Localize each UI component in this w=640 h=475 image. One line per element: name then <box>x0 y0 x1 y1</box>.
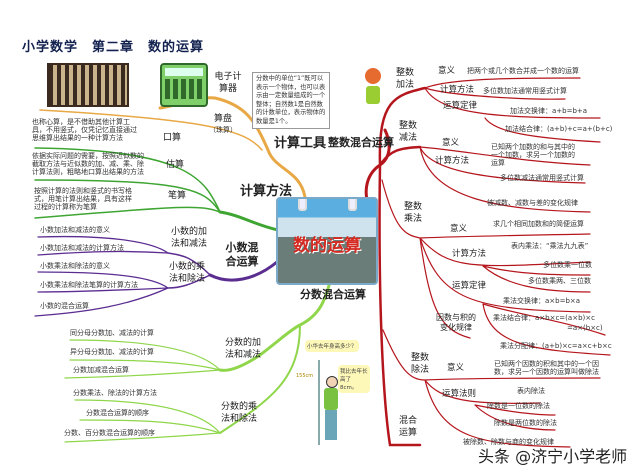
branch-int-div <box>382 329 601 448</box>
branch-dec-addsub-link <box>167 252 211 289</box>
int-sub-rule: 被减数、减数与差的变化规律 <box>487 199 578 207</box>
int-add-associative: 加法结合律：(a+b)+c=a+(b+c) <box>505 125 613 133</box>
branch-label-integer: 整数混合运算 <box>328 136 394 149</box>
page-title: 小学数学 第二章 数的运算 <box>22 40 205 55</box>
tool-abacus-sub: （珠算） <box>209 126 237 134</box>
int-div-rule: 除数是两位数的除法 <box>494 419 557 427</box>
int-mul-method: 多位数乘两、三位数 <box>528 277 591 285</box>
decimal-item: 小数的混合运算 <box>40 302 89 310</box>
int-add-meaning-label: 意义 <box>438 66 456 76</box>
branch-frac-muldiv <box>219 324 301 434</box>
integer-subtraction: 整数减法 <box>398 121 417 143</box>
branch-gusuan <box>34 179 221 213</box>
integer-multiplication: 整数乘法 <box>403 202 422 224</box>
fraction-mul-div: 分数的乘法和除法 <box>220 402 257 424</box>
branch-label-fraction: 分数混合运算 <box>300 288 366 301</box>
branch-kousuan <box>34 147 221 213</box>
branch-dec-muldiv <box>34 271 169 317</box>
branch-int-mul <box>381 179 611 356</box>
integer-division: 整数除法 <box>410 353 429 375</box>
tool-abacus: 算盘 <box>213 114 232 124</box>
kid-illustration <box>362 68 384 112</box>
int-add-commutative: 加法交换律：a+b=b+a <box>510 107 588 115</box>
int-div-rule: 表内除法 <box>517 387 545 395</box>
int-mul-method: 表内乘法：“乘法九九表” <box>511 242 589 250</box>
fraction-item: 分数乘法、除法的计算方法 <box>73 389 157 397</box>
method-desc-gusuan: 依据实际问题的需要，按照近似数的截取方法与近似数的加、减、乘、除计算法则，粗略地… <box>32 152 144 177</box>
method-desc-kousuan: 也称心算，是不借助其他计算工具，不用竖式，仅凭记忆直接通过思维算出结果的一种计算… <box>32 118 137 143</box>
integer-mixed: 混合运算 <box>398 416 417 438</box>
branch-dec-addsub <box>37 235 169 256</box>
ring-icon <box>298 199 307 211</box>
branch-integer-trunk <box>378 86 427 447</box>
fraction-add-sub: 分数的加法和减法 <box>224 338 261 360</box>
branch-label-methods: 计算方法 <box>240 184 293 199</box>
int-mul-commutative: 乘法交换律：a×b=b×a <box>503 297 581 305</box>
calculator-image <box>160 63 208 107</box>
int-mul-method-label: 计算方法 <box>452 249 487 259</box>
int-mul-factor-rule: 因数与积的变化规律 <box>436 313 476 333</box>
fraction-item: 异分母分数加、减法的计算 <box>70 348 154 356</box>
method-kousuan: 口算 <box>163 133 182 143</box>
int-add-method: 多位数加法通常用竖式计算 <box>483 87 567 95</box>
fraction-item: 分数、百分数混合运算的顺序 <box>64 429 155 437</box>
decimal-item: 小数乘法和除法笔算的计算方法 <box>40 281 138 289</box>
branch-decimal <box>208 260 279 282</box>
int-div-rule-label: 运算法则 <box>442 389 477 399</box>
branch-label-decimal: 小数混合运算 <box>225 241 259 268</box>
int-div-meaning: 已知两个因数的积和其中的一个因数，求另一个因数的运算叫做除法 <box>494 360 599 377</box>
int-mul-distributive: 乘法分配律：(a+b)×c=a×c+b×c <box>500 342 612 350</box>
watermark: 头条 @济宁小学老师 <box>478 447 628 466</box>
method-gusuan: 估算 <box>166 160 185 170</box>
method-desc-bisuan: 按照计算的法则和竖式的书写格式，用笔计算出结果，具有这样过程的计算称为笔算 <box>34 187 132 212</box>
illustration-height: 155cm <box>296 373 314 379</box>
int-sub-meaning: 已知两个加数的和与其中的一个加数，求另一个加数的运算 <box>491 143 575 168</box>
int-div-meaning-label: 意义 <box>447 363 465 373</box>
branch-abacus <box>39 109 263 151</box>
decimal-item: 小数加法和减法的意义 <box>40 226 110 234</box>
int-add-meaning: 把两个或几个数合并成一个数的运算 <box>467 67 579 75</box>
ring-icon <box>348 199 357 211</box>
illustration-sign: 小华去年身高多少？ <box>305 340 359 352</box>
fraction-item: 分数加减混合运算 <box>73 366 129 374</box>
branch-label-tools: 计算工具 <box>274 136 327 151</box>
fraction-item: 同分母分数加、减法的计算 <box>70 329 154 337</box>
decimal-item: 小数乘法和除法的意义 <box>40 262 110 270</box>
int-mul-meaning: 求几个相同加数和的简便运算 <box>493 220 584 228</box>
branch-bisuan <box>34 206 221 219</box>
branch-fraction <box>218 280 332 372</box>
int-add-law-label: 运算定律 <box>443 101 478 111</box>
center-title: 数的运算 <box>293 236 361 256</box>
int-mul-meaning-label: 意义 <box>450 224 468 234</box>
tool-electronic-calculator: 电子计算器 <box>214 72 242 94</box>
center-topic: 数的运算 <box>276 197 378 285</box>
branch-frac-muldiv-items <box>64 399 221 443</box>
method-bisuan: 笔算 <box>168 191 187 201</box>
int-div-rule: 除数是一位数的除法 <box>487 402 550 410</box>
decimal-item: 小数加法和减法的计算方法 <box>40 244 124 252</box>
int-sub-meaning-label: 意义 <box>442 138 460 148</box>
note-box: 分数中的单位“1”既可以表示一个物体，也可以表示由一定数量组成的一个整体；自然数… <box>252 72 330 129</box>
branch-int-add <box>424 77 601 143</box>
abacus-image <box>47 63 129 107</box>
branch-int-sub <box>419 146 591 213</box>
int-sub-method: 多位数减法通常用竖式计算 <box>500 174 584 182</box>
int-mul-associative-2: =a×(b×c) <box>567 324 603 332</box>
int-mul-method: 多位数乘一位数 <box>543 261 592 269</box>
int-div-change-rule: 被除数、除数与商的变化规律 <box>463 438 554 446</box>
int-sub-method-label: 计算方法 <box>435 156 470 166</box>
decimal-add-sub: 小数的加法和减法 <box>170 227 207 249</box>
boy-illustration: 小华去年身高多少？ 155cm 我比去年长高了8cm。 <box>296 340 370 450</box>
branch-frac-addsub-items <box>64 339 221 379</box>
branch-methods <box>218 210 280 232</box>
fraction-item: 分数混合运算的顺序 <box>86 409 149 417</box>
decimal-mul-div: 小数的乘法和除法 <box>168 262 205 284</box>
int-add-method-label: 计算方法 <box>440 85 475 95</box>
int-mul-associative: 乘法结合律：a×b×c=(a×b)×c <box>493 314 595 322</box>
int-mul-law-label: 运算定律 <box>452 281 487 291</box>
illustration-speech: 我比去年长高了8cm。 <box>338 365 370 393</box>
integer-addition: 整数加法 <box>395 68 414 90</box>
